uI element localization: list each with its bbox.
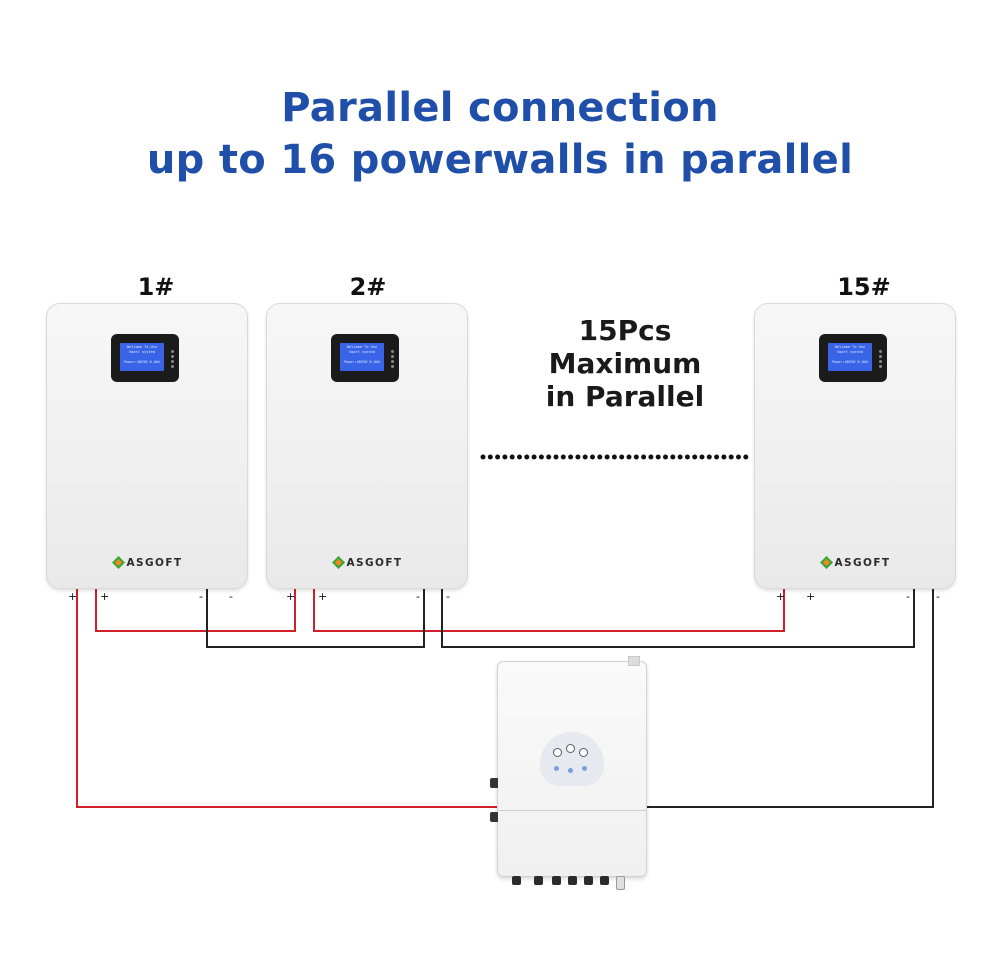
lcd-screen: Welcome To Use Smart system Power:48V50 …	[828, 343, 872, 371]
inverter-side-port	[490, 778, 498, 788]
terminal-plus: +	[100, 590, 110, 603]
title-line-2: up to 16 powerwalls in parallel	[146, 137, 854, 183]
positive-wires	[76, 589, 785, 808]
lcd-line-3: Power:48V50 0.0Ah	[831, 360, 869, 364]
inverter-seam	[498, 810, 646, 811]
terminal-minus: -	[446, 590, 450, 603]
lcd-line-3: Power:48V50 0.0Ah	[343, 360, 381, 364]
terminal-plus: +	[806, 590, 816, 603]
lcd-line-1: Welcome To Use	[834, 345, 866, 349]
brand-name: ASGOFT	[834, 557, 891, 569]
terminal-minus: -	[199, 590, 203, 603]
brand-logo: ASGOFT	[47, 556, 247, 569]
battery-display: Welcome To Use Smart system Power:48V50 …	[111, 334, 179, 382]
inverter-control-panel	[540, 732, 604, 786]
lcd-screen: Welcome To Use Smart system Power:48V50 …	[120, 343, 164, 371]
battery-display: Welcome To Use Smart system Power:48V50 …	[819, 334, 887, 382]
powerwall-battery-15: Welcome To Use Smart system Power:48V50 …	[754, 303, 956, 589]
terminal-plus: +	[68, 590, 78, 603]
lcd-line-3: Power:48V50 0.0Ah	[123, 360, 161, 364]
hybrid-inverter	[490, 656, 647, 890]
max-parallel-note: 15Pcs Maximum in Parallel	[520, 314, 730, 413]
lcd-screen: Welcome To Use Smart system Power:48V50 …	[340, 343, 384, 371]
lcd-line-1: Welcome To Use	[346, 345, 378, 349]
inverter-side-port	[490, 812, 498, 822]
terminal-minus: -	[416, 590, 420, 603]
brand-logo: ASGOFT	[267, 556, 467, 569]
negative-wire-1-to-2	[206, 589, 425, 648]
inverter-cable-ports	[512, 876, 632, 890]
lcd-line-2: Smart system	[837, 350, 863, 354]
terminal-minus: -	[229, 590, 233, 603]
positive-wire-1-to-2	[95, 589, 296, 632]
unit-label-1: 1#	[137, 273, 175, 301]
unit-label-15: 15#	[837, 273, 891, 301]
brand-logo-icon	[819, 556, 833, 569]
lcd-line-2: Smart system	[129, 350, 155, 354]
brand-logo: ASGOFT	[755, 556, 955, 569]
positive-wire-to-inverter	[76, 589, 497, 808]
positive-wire-2-to-15	[313, 589, 785, 632]
max-note-line-2: Maximum	[548, 347, 702, 380]
battery-display: Welcome To Use Smart system Power:48V50 …	[331, 334, 399, 382]
terminal-plus: +	[286, 590, 296, 603]
terminal-minus: -	[936, 590, 940, 603]
lcd-line-2: Smart system	[349, 350, 375, 354]
status-leds	[171, 350, 174, 370]
max-note-line-3: in Parallel	[545, 380, 705, 413]
brand-logo-icon	[331, 556, 345, 569]
unit-label-2: 2#	[349, 273, 387, 301]
title-line-1: Parallel connection	[281, 85, 719, 131]
ellipsis-dots	[480, 454, 756, 460]
brand-logo-icon	[111, 556, 125, 569]
powerwall-battery-2: Welcome To Use Smart system Power:48V50 …	[266, 303, 468, 589]
terminal-minus: -	[906, 590, 910, 603]
terminal-plus: +	[318, 590, 328, 603]
brand-name: ASGOFT	[346, 557, 403, 569]
negative-wires	[206, 589, 934, 808]
max-note-line-1: 15Pcs	[578, 314, 672, 347]
negative-wire-to-inverter	[645, 589, 934, 808]
status-leds	[879, 350, 882, 370]
negative-wire-2-to-15	[441, 589, 915, 648]
brand-name: ASGOFT	[126, 557, 183, 569]
lcd-line-1: Welcome To Use	[126, 345, 158, 349]
status-leds	[391, 350, 394, 370]
inverter-mount-bracket	[628, 656, 640, 666]
terminal-plus: +	[776, 590, 786, 603]
powerwall-battery-1: Welcome To Use Smart system Power:48V50 …	[46, 303, 248, 589]
